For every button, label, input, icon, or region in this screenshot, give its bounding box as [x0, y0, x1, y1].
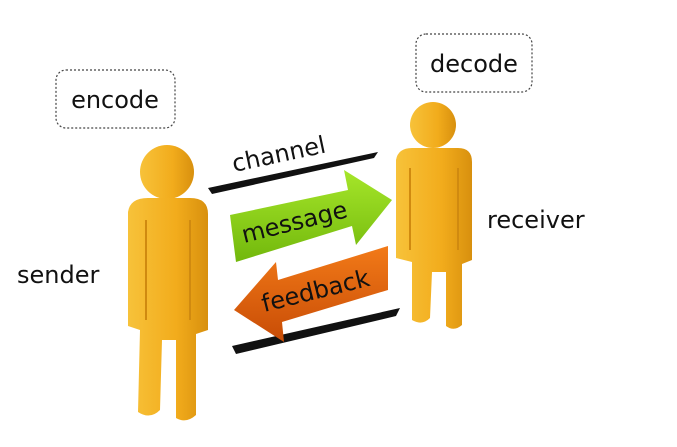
receiver-label: receiver [487, 206, 585, 234]
channel-brush-bottom [232, 308, 400, 354]
feedback-arrow[interactable]: feedback [234, 246, 388, 342]
decode-box [415, 33, 533, 93]
decode-label: decode [430, 50, 518, 78]
message-arrow[interactable]: message [230, 170, 392, 262]
channel-brush-top [208, 152, 378, 194]
encode-box [55, 69, 176, 129]
encode-label: encode [71, 86, 159, 114]
sender-label: sender [17, 261, 99, 289]
sender-figure [128, 145, 208, 421]
receiver-figure [396, 102, 472, 329]
